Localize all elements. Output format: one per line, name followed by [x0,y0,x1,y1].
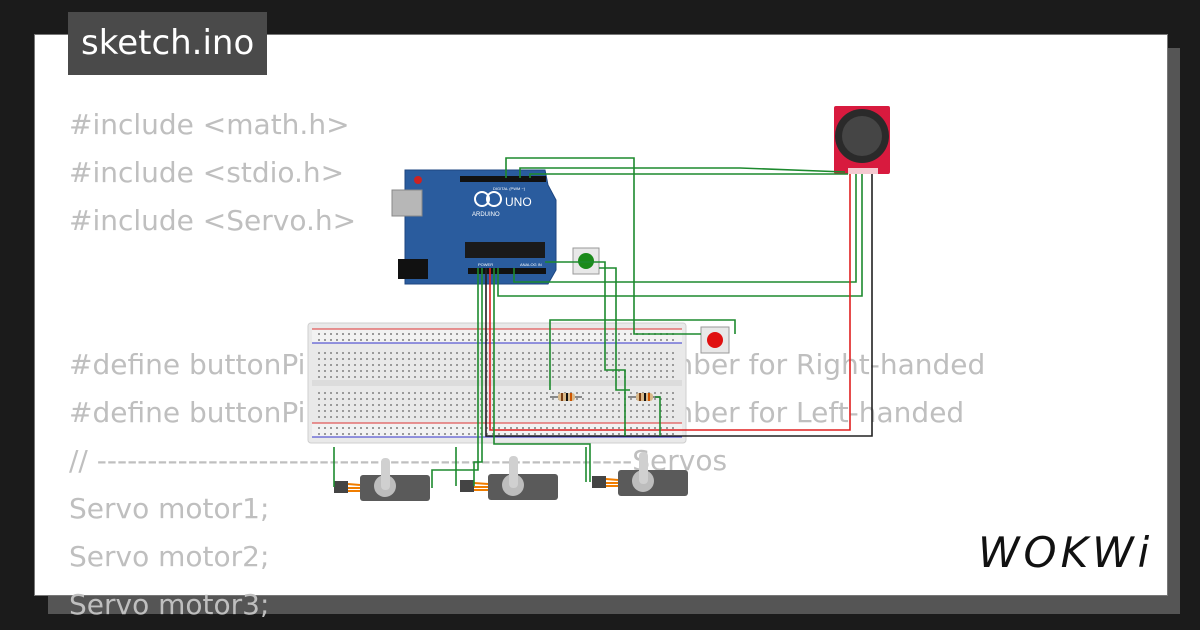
arduino-power-label: POWER [478,262,493,267]
code-line: Servo motor3; [69,588,270,621]
code-line: #include <math.h> [69,108,350,141]
wires [333,157,873,488]
code-line: #include <stdio.h> [69,156,345,189]
file-tab[interactable]: sketch.ino [68,12,268,75]
arduino-digital-label: DIGITAL (PWM ~) [493,186,526,191]
resistor[interactable] [550,393,582,401]
code-line: Servo motor1; [69,492,270,525]
arduino-brand-label: ARDUINO [472,212,500,218]
servo-motor[interactable] [592,452,688,496]
sketch-preview-card: #include <math.h> #include <stdio.h> #in… [34,34,1168,621]
servo-motor[interactable] [460,456,558,500]
code-line: Servo motor2; [69,540,270,573]
pushbutton-red[interactable] [700,326,730,354]
pushbutton-green[interactable] [572,247,600,275]
joystick-module[interactable] [834,106,890,174]
wokwi-logo: WOKWi [978,528,1154,577]
servo-motor[interactable] [334,458,430,501]
resistor[interactable] [628,393,660,401]
breadboard[interactable] [307,322,687,444]
arduino-analog-label: ANALOG IN [520,262,542,267]
code-line: #include <Servo.h> [69,204,357,237]
arduino-uno[interactable]: UNO ARDUINO DIGITAL (PWM ~) ANALOG IN PO… [391,169,557,285]
arduino-model-label: UNO [505,195,532,209]
